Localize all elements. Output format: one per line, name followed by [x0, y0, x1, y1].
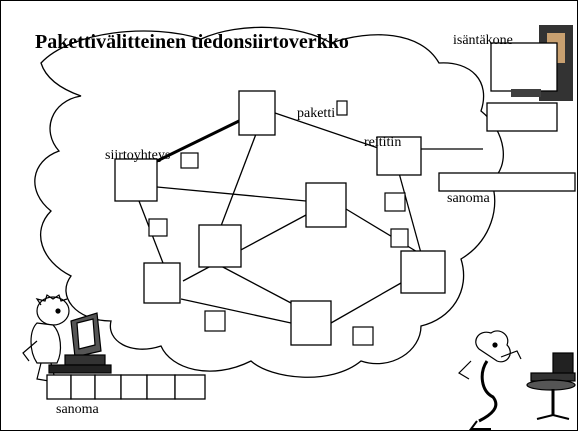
- packet: [181, 153, 198, 168]
- packet-label: paketti: [297, 106, 335, 122]
- cartoon-character-figure: [459, 331, 521, 429]
- link-label: siirtoyhteys: [105, 148, 170, 164]
- message-label-right: sanoma: [447, 191, 490, 207]
- message-label-left: sanoma: [56, 402, 99, 418]
- router-label: reititin: [364, 135, 401, 151]
- packet: [337, 101, 347, 115]
- router-node: [144, 263, 180, 303]
- workstation-figure: [527, 353, 575, 419]
- packet: [149, 219, 167, 236]
- router-node: [306, 183, 346, 227]
- router-node: [115, 159, 157, 201]
- packet: [353, 327, 373, 345]
- router-node: [291, 301, 331, 345]
- message-left: [47, 375, 205, 399]
- router-node: [239, 91, 275, 135]
- router-node: [401, 251, 445, 293]
- host-computer: [439, 25, 575, 191]
- packet: [385, 193, 405, 211]
- router-node: [199, 225, 241, 267]
- packet: [205, 311, 225, 331]
- page-title: Pakettivälitteinen tiedonsiirtoverkko: [35, 31, 349, 54]
- network-cloud: [35, 27, 504, 377]
- packet: [391, 229, 408, 247]
- host-label: isäntäkone: [453, 33, 513, 49]
- router-nodes: [115, 91, 445, 345]
- computer-user-figure: [23, 295, 111, 381]
